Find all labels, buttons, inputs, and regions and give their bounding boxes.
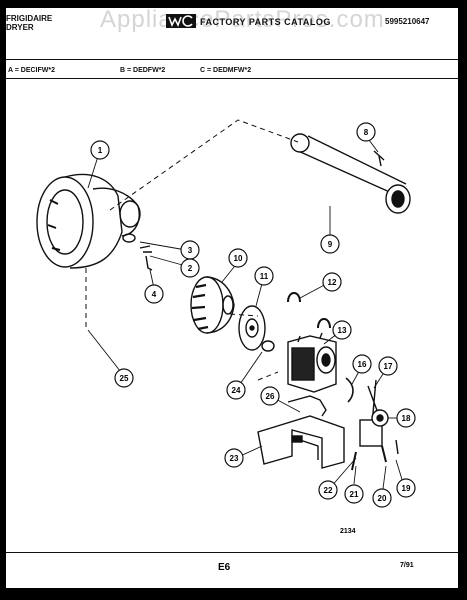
drive-pulley (238, 305, 266, 351)
callout-2: 2 (180, 258, 200, 278)
callout-26: 26 (260, 386, 280, 406)
svg-text:22: 22 (324, 486, 333, 495)
model-b: B = DEDFW*2 (120, 67, 166, 74)
svg-text:25: 25 (120, 374, 129, 383)
svg-text:13: 13 (338, 326, 347, 335)
svg-text:19: 19 (402, 484, 411, 493)
callout-12: 12 (322, 272, 342, 292)
product-type: DRYER (6, 23, 34, 32)
revision-date: 7/91 (400, 562, 414, 569)
svg-text:11: 11 (260, 272, 269, 281)
callout-11: 11 (254, 266, 274, 286)
svg-text:26: 26 (266, 392, 275, 401)
callout-8: 8 (356, 122, 376, 142)
watermark-text: AppliancePartsPros.com (100, 6, 385, 33)
catalog-title: FACTORY PARTS CATALOG (200, 17, 331, 27)
brand-name: FRIGIDAIRE (6, 14, 53, 23)
svg-text:1: 1 (98, 146, 103, 155)
callout-25: 25 (114, 368, 134, 388)
callout-markers: 1 3 2 4 8 9 10 11 12 13 16 17 18 19 20 2… (90, 122, 416, 508)
svg-text:2: 2 (188, 264, 193, 273)
header-divider (6, 59, 458, 60)
exhaust-duct (290, 133, 411, 214)
svg-text:8: 8 (364, 128, 369, 137)
screw-8 (373, 150, 385, 167)
idler-assembly (345, 377, 399, 471)
reference-lines (85, 119, 299, 381)
callout-16: 16 (352, 354, 372, 374)
callout-13: 13 (332, 320, 352, 340)
svg-text:3: 3 (188, 246, 193, 255)
callout-1: 1 (90, 140, 110, 160)
callout-3: 3 (180, 240, 200, 260)
wci-logo-icon (166, 14, 196, 28)
svg-text:9: 9 (328, 240, 333, 249)
blower-wheel (190, 276, 235, 334)
callout-9: 9 (320, 234, 340, 254)
clamp-parts (122, 233, 153, 271)
models-divider (6, 78, 458, 79)
diagram-code: 2134 (340, 528, 356, 535)
washer (261, 340, 275, 352)
callout-20: 20 (372, 488, 392, 508)
callout-4: 4 (144, 284, 164, 304)
motor-mount (257, 395, 345, 469)
callout-22: 22 (318, 480, 338, 500)
svg-text:10: 10 (234, 254, 243, 263)
page-label: E6 (218, 562, 231, 573)
svg-text:21: 21 (350, 490, 359, 499)
callout-21: 21 (344, 484, 364, 504)
drive-motor (287, 332, 337, 393)
svg-text:16: 16 (358, 360, 367, 369)
svg-text:18: 18 (402, 414, 411, 423)
callout-17: 17 (378, 356, 398, 376)
brand-block: FRIGIDAIRE DRYER (6, 14, 52, 32)
clip-lower (317, 318, 331, 329)
callout-24: 24 (226, 380, 246, 400)
callout-23: 23 (224, 448, 244, 468)
svg-text:24: 24 (232, 386, 241, 395)
svg-text:12: 12 (328, 278, 337, 287)
svg-text:17: 17 (384, 362, 393, 371)
svg-text:23: 23 (230, 454, 239, 463)
blower-housing (36, 173, 141, 269)
svg-text:20: 20 (378, 494, 387, 503)
callout-18: 18 (396, 408, 416, 428)
clip-upper (287, 292, 301, 303)
footer-divider (6, 552, 458, 553)
callout-19: 19 (396, 478, 416, 498)
svg-text:4: 4 (152, 290, 157, 299)
model-a: A = DECIFW*2 (8, 67, 55, 74)
callout-10: 10 (228, 248, 248, 268)
part-number: 5995210647 (385, 17, 430, 26)
model-c: C = DEDMFW*2 (200, 67, 252, 74)
